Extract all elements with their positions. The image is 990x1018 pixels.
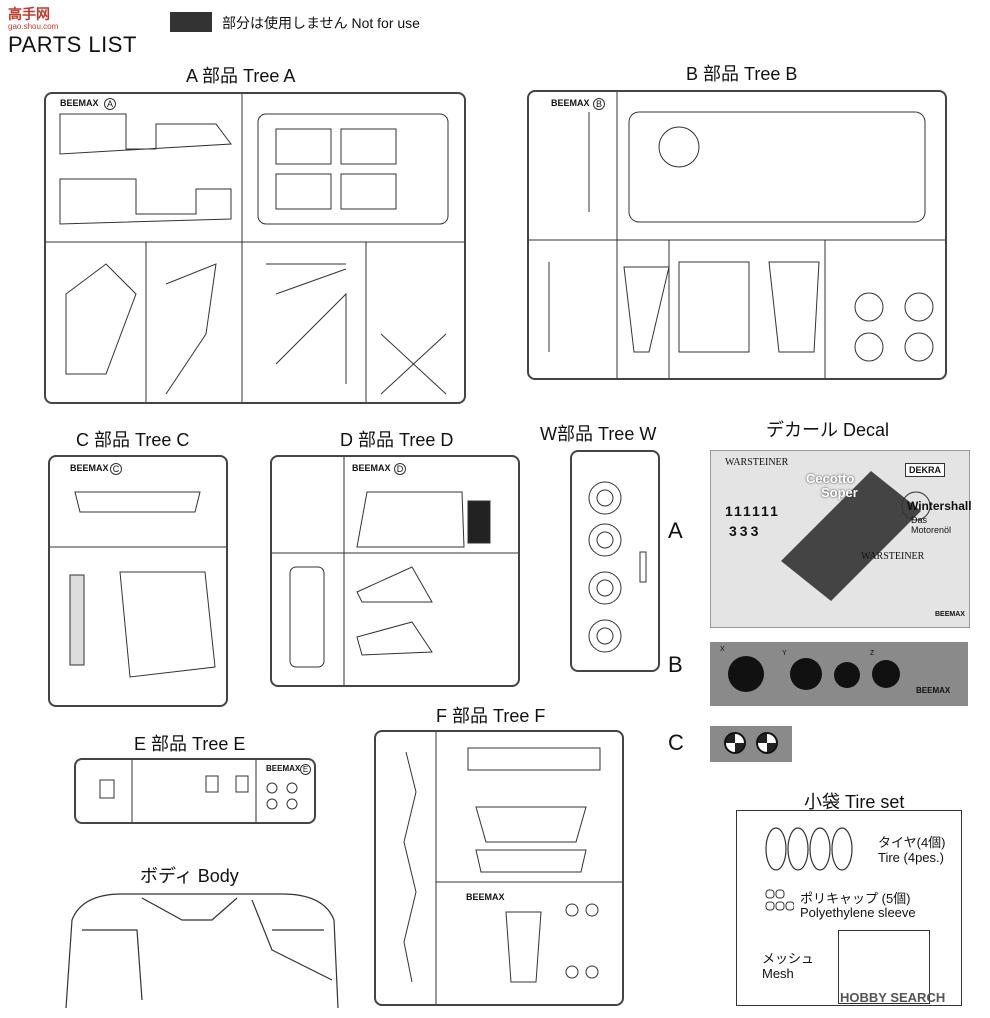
tree-b-title: B 部品 Tree B [686, 64, 798, 84]
decal-cecotto: Cecotto [806, 471, 855, 486]
mesh-label-jp: メッシュ [762, 951, 815, 966]
decal-circle-x [728, 656, 764, 692]
bmw-roundel-icon [756, 732, 778, 754]
decal-b-z: Z [870, 650, 875, 657]
tire-icon [762, 826, 862, 872]
decal-sheet-b: X Y Z BEEMAX [710, 642, 968, 706]
tree-c-drawing [50, 491, 226, 678]
tree-a-tag: A [104, 98, 116, 110]
tree-b-frame: BEEMAX B [527, 90, 947, 380]
decal-threes: 333 [729, 523, 762, 539]
tree-w-drawing [588, 481, 647, 653]
page-title: PARTS LIST [8, 32, 137, 57]
tree-a-frame: BEEMAX A [44, 92, 466, 404]
decal-numbers: 111111 [725, 503, 780, 519]
not-for-use-legend: 部分は使用しません Not for use [222, 15, 420, 31]
tree-d-title: D 部品 Tree D [340, 430, 454, 450]
decal-a-drawing [781, 471, 931, 601]
decal-beemax: BEEMAX [935, 611, 965, 618]
decal-b-letter: B [668, 652, 683, 677]
beemax-logo: BEEMAX [466, 892, 505, 902]
tree-c-tag: C [110, 463, 122, 475]
decal-dekra: DEKRA [905, 463, 946, 477]
tire-label-jp: タイヤ(4個) [878, 835, 946, 850]
tree-a-title: A 部品 Tree A [186, 66, 296, 86]
tree-c-title: C 部品 Tree C [76, 430, 190, 450]
tree-w-title: W部品 Tree W [540, 424, 657, 444]
beemax-logo: BEEMAX [352, 463, 391, 473]
not-for-use-swatch [170, 12, 212, 32]
tire-set-box [736, 810, 962, 1006]
decal-circle-z1 [834, 662, 860, 688]
decal-a-letter: A [668, 518, 683, 543]
tree-e-drawing [99, 760, 298, 822]
decal-title: デカール Decal [766, 420, 890, 440]
tree-a-drawing [46, 94, 464, 402]
tree-c-frame: BEEMAX C [48, 455, 228, 707]
tree-d-frame: BEEMAX D [270, 455, 520, 687]
beemax-logo: BEEMAX [266, 764, 301, 773]
decal-circle-z2 [872, 660, 900, 688]
beemax-logo: BEEMAX [70, 463, 109, 473]
decal-b-beemax: BEEMAX [916, 686, 951, 695]
site-watermark: 高手网 [8, 6, 50, 22]
car-body-drawing [62, 890, 342, 1009]
beemax-logo: BEEMAX [551, 98, 590, 108]
decal-b-y: Y [782, 650, 787, 657]
beemax-logo: BEEMAX [60, 98, 99, 108]
tree-e-tag: E [300, 764, 311, 775]
site-watermark-sub: gao.shou.com [8, 22, 59, 31]
tree-d-tag: D [394, 463, 406, 475]
decal-soper: Soper [821, 485, 858, 500]
decal-sheet-c [710, 726, 792, 762]
decal-c-letter: C [668, 730, 684, 755]
decal-das-motorenoel: Das Motorenöl [911, 515, 952, 535]
decal-warsteiner-2: WARSTEINER [861, 551, 925, 562]
hobby-search-watermark: HOBBY SEARCH [840, 990, 946, 1005]
poly-cap-icon [764, 888, 795, 918]
tree-e-title: E 部品 Tree E [134, 734, 246, 754]
tree-d-drawing [272, 457, 518, 685]
body-title: ボディ Body [140, 866, 239, 886]
poly-cap-label-en: Polyethylene sleeve [800, 905, 916, 920]
decal-sheet-a: WARSTEINER Cecotto Soper DEKRA Wintersha… [710, 450, 972, 628]
mesh-label-en: Mesh [762, 966, 794, 981]
tree-f-frame: BEEMAX [374, 730, 624, 1006]
decal-b-x: X [720, 646, 725, 653]
tire-label-en: Tire (4pes.) [878, 850, 944, 865]
tree-f-drawing [403, 732, 622, 1004]
decal-wintershall: Wintershall [907, 499, 972, 513]
poly-cap-label-jp: ポリキャップ (5個) [800, 891, 911, 906]
tree-b-drawing [529, 92, 945, 378]
tire-set-title: 小袋 Tire set [804, 792, 905, 812]
bmw-roundel-icon [724, 732, 746, 754]
tree-f-title: F 部品 Tree F [436, 706, 546, 726]
decal-warsteiner: WARSTEINER [725, 457, 789, 468]
tree-e-frame: BEEMAX E [74, 758, 316, 824]
decal-circle-y [790, 658, 822, 690]
tree-b-tag: B [593, 98, 605, 110]
mesh-swatch [838, 930, 930, 1004]
tree-w-frame [570, 450, 660, 672]
